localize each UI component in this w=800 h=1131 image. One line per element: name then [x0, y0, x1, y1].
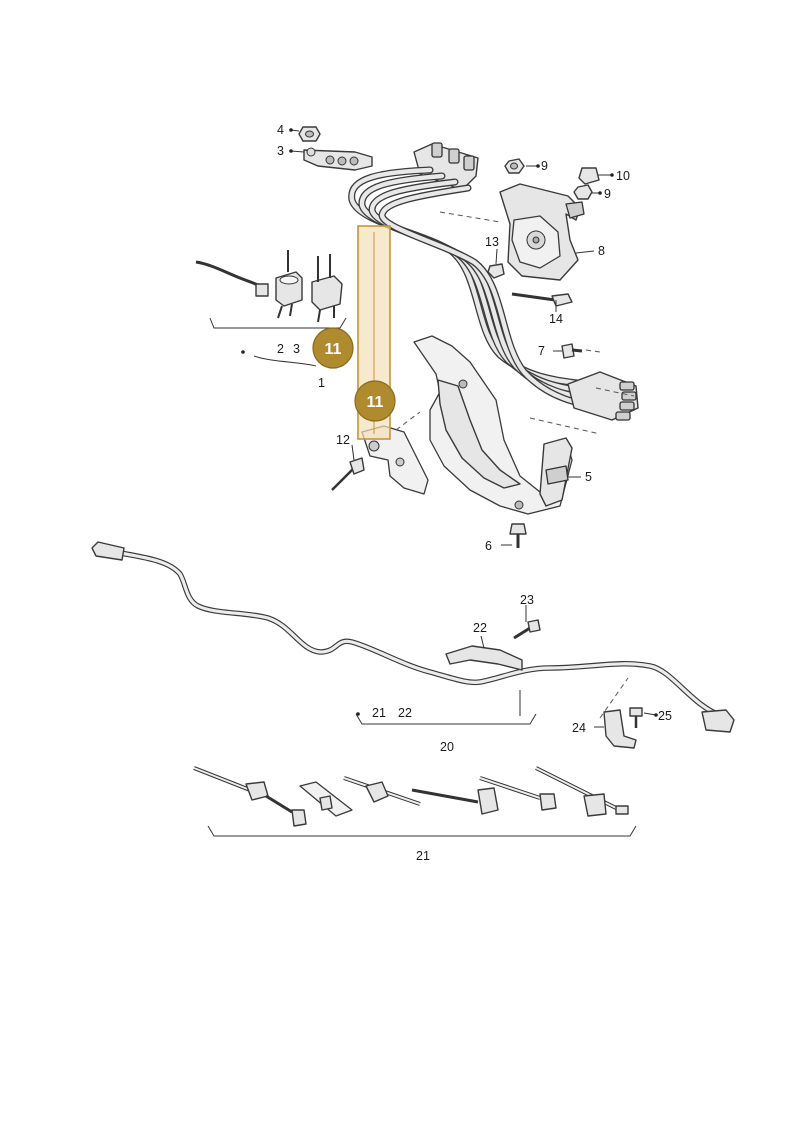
callout-14: 14	[549, 312, 563, 326]
part-5-bracket	[539, 437, 573, 507]
callout-22-top: 22	[473, 621, 487, 635]
part-10-cap	[578, 167, 600, 185]
highlight-callout-11-bottom[interactable]: 11	[354, 380, 396, 422]
group-21-bracket	[207, 825, 637, 837]
part-23-bolt	[513, 619, 541, 640]
callout-12: 12	[336, 433, 350, 447]
callout-21-bottom: 21	[416, 849, 430, 863]
pipe-connector-upper	[413, 142, 479, 191]
callout-2: 2	[277, 342, 284, 356]
clip-set-21	[193, 766, 629, 827]
dashed-leader-2	[595, 387, 635, 397]
highlight-callout-11-top[interactable]: 11	[312, 327, 354, 369]
callout-22-mid: 22	[398, 706, 412, 720]
part-13-clip	[487, 263, 505, 279]
part-9-nut-lower	[573, 184, 593, 200]
callout-3-top: 3	[277, 144, 284, 158]
dashed-leader-1	[439, 211, 501, 223]
part-2-sensor	[275, 250, 303, 319]
leaders-top	[290, 129, 612, 546]
callout-8: 8	[598, 244, 605, 258]
callout-21-mid: 21	[372, 706, 386, 720]
dashed-leader-5	[395, 411, 421, 431]
callout-1: 1	[318, 376, 325, 390]
cable-end-right-connector	[701, 709, 735, 733]
part-8-abs-bracket	[499, 183, 585, 281]
part-3-sensor	[311, 254, 343, 323]
part-12-bolt	[331, 457, 365, 491]
callout-6: 6	[485, 539, 492, 553]
callout-5: 5	[585, 470, 592, 484]
dashed-leader-3	[585, 349, 601, 353]
pipe-connector-lower	[567, 371, 639, 421]
callout-7: 7	[538, 344, 545, 358]
callout-20: 20	[440, 740, 454, 754]
part-7-bolt	[561, 343, 583, 359]
group-20-bracket	[355, 713, 537, 725]
part-25-bolt	[629, 707, 643, 728]
callout-13: 13	[485, 235, 499, 249]
svg-text:11: 11	[367, 394, 384, 411]
part-3-pipe-clamp	[303, 147, 373, 171]
callout-25: 25	[658, 709, 672, 723]
svg-text:11: 11	[325, 341, 342, 358]
part-2-sensor-lead	[195, 260, 269, 297]
callout-3-left: 3	[293, 342, 300, 356]
callout-4: 4	[277, 123, 284, 137]
callout-23: 23	[520, 593, 534, 607]
dashed-leader-4	[529, 417, 601, 435]
part-24-bracket	[603, 709, 637, 749]
callout-24: 24	[572, 721, 586, 735]
part-9-nut-upper	[504, 158, 525, 174]
part-14-wire-bolt	[511, 292, 573, 307]
wiring-cable-20	[117, 550, 725, 719]
callout-10: 10	[616, 169, 630, 183]
callout-9-upper: 9	[541, 159, 548, 173]
callout-9-lower: 9	[604, 187, 611, 201]
part-22-holder	[445, 645, 523, 671]
group-1-bracket	[209, 317, 347, 329]
part-4-nut	[298, 126, 321, 142]
brake-pipe-bundle	[348, 166, 612, 413]
part-6-bolt	[509, 523, 527, 548]
part-11-bracket	[361, 425, 429, 495]
cable-end-left	[91, 541, 125, 561]
